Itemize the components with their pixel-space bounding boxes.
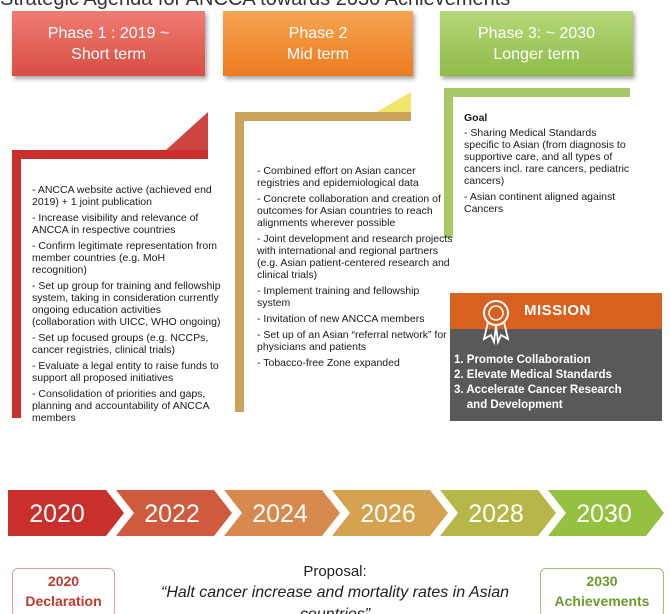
phase-3-stair [444,88,630,238]
list-item: - Increase visibility and relevance of A… [32,212,199,236]
timeline-chevron [440,490,556,536]
timeline-year-label: 2022 [144,500,200,528]
declaration-year: 2020 [47,573,80,589]
list-item: - Set up group for training and fellowsh… [32,280,221,328]
phase-3-box: Phase 3: ~ 2030 Longer term [440,11,633,76]
proposal-label: Proposal: [303,563,367,580]
achievements-label: Achievements [554,593,650,609]
mission-list: 1. Promote Collaboration 2. Elevate Medi… [454,353,622,413]
award-ribbon-icon [482,300,510,346]
list-item: - Confirm legitimate representation from… [32,240,217,276]
achievements-year: 2030 [586,573,618,589]
achievements-box: 2030 Achievements [540,568,664,614]
list-item: - Sharing Medical Standards specific to … [464,127,630,187]
phase-3-subtitle: Longer term [493,46,580,63]
phase-1-list: - ANCCA website active (achieved end 201… [32,184,222,428]
timeline-chevron [548,490,664,536]
list-item: - Implement training and fellowship syst… [257,285,420,309]
mission-title: MISSION [524,302,591,319]
list-item: - Asian continent aligned against Cancer… [464,191,616,215]
list-item: - Invitation of new ANCCA members [257,313,425,325]
list-item: - Joint development and research project… [257,233,453,281]
timeline-year-label: 2028 [468,500,524,528]
phase-2-list: - Combined effort on Asian cancer regist… [257,165,453,373]
phase-1-subtitle: Short term [71,46,146,63]
phase-2-subtitle: Mid term [286,46,350,63]
phase-1-stair [12,112,208,418]
timeline-year-label: 2026 [360,500,416,528]
phase-3-title: Phase 3: ~ 2030 [478,25,595,42]
mission-item: 3. Accelerate Cancer Research [454,384,622,396]
list-item: - Combined effort on Asian cancer regist… [257,165,419,189]
mission-item: and Development [454,399,563,411]
timeline-chevron [8,490,124,536]
proposal-text: “Halt cancer increase and mortality rate… [161,584,509,614]
list-item: - Set up of an Asian “referral network” … [257,329,447,353]
phase-2-title: Phase 2 [288,25,348,42]
mission-header-bar [450,293,662,329]
timeline: 2020 2022 2024 2026 2028 2030 [8,490,664,536]
timeline-year-label: 2020 [29,500,85,528]
goal-title: Goal [464,112,488,124]
timeline-chevron [116,490,232,536]
timeline-year-label: 2024 [252,500,308,528]
mission-item: 2. Elevate Medical Standards [454,369,612,381]
list-item: - Tobacco-free Zone expanded [257,357,400,369]
phase-2-box: Phase 2 Mid term [223,11,413,76]
phase-3-goal: Goal - Sharing Medical Standards specifi… [464,112,634,219]
phase-1-box: Phase 1 : 2019 ~ Short term [12,11,205,76]
list-item: - Evaluate a legal entity to raise funds… [32,360,219,384]
phase-2-stair [235,92,411,412]
list-item: - ANCCA website active (achieved end 201… [32,184,212,208]
list-item: - Consolidation of priorities and gaps, … [32,388,209,424]
list-item: - Concrete collaboration and creation of… [257,193,441,229]
mission-item: 1. Promote Collaboration [454,354,591,366]
timeline-chevron [224,490,340,536]
phase-1-title: Phase 1 : 2019 ~ [47,25,170,42]
declaration-label: Declaration [25,593,102,609]
timeline-year-label: 2030 [576,500,632,528]
list-item: - Set up focused groups (e.g. NCCPs, can… [32,332,209,356]
mission-panel: MISSION 1. Promote Collaboration 2. Elev… [450,293,662,421]
page-title-cut: Strategic Agenda for ANCCA towards 2030 … [0,0,670,11]
timeline-chevron [332,490,448,536]
declaration-box: 2020 Declaration [12,568,115,614]
